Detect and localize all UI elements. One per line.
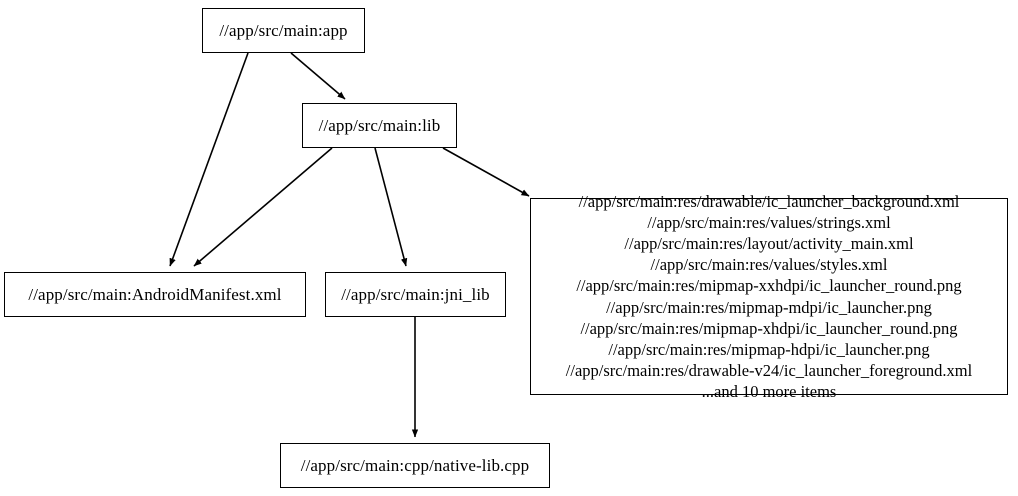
node-lib[interactable]: //app/src/main:lib <box>302 103 457 148</box>
edge-lib-to-jni <box>374 147 408 267</box>
edge-lib-to-res <box>442 147 530 197</box>
node-res-resources[interactable]: //app/src/main:res/drawable/ic_launcher_… <box>530 192 1008 401</box>
node-app-label: //app/src/main:app <box>219 21 348 40</box>
node-app[interactable]: //app/src/main:app <box>202 8 365 53</box>
node-android-manifest[interactable]: //app/src/main:AndroidManifest.xml <box>4 272 306 317</box>
node-jni-lib-label: //app/src/main:jni_lib <box>341 285 490 304</box>
node-native-lib-cpp-label: //app/src/main:cpp/native-lib.cpp <box>300 456 530 475</box>
node-res-resources-label: //app/src/main:res/drawable/ic_launcher_… <box>565 191 973 402</box>
node-lib-label: //app/src/main:lib <box>318 116 441 135</box>
node-jni-lib[interactable]: //app/src/main:jni_lib <box>325 272 506 317</box>
edge-app-to-lib <box>290 52 346 100</box>
edge-lib-to-manifest <box>193 147 333 267</box>
node-android-manifest-label: //app/src/main:AndroidManifest.xml <box>28 285 282 304</box>
node-native-lib-cpp[interactable]: //app/src/main:cpp/native-lib.cpp <box>280 443 550 488</box>
edge-app-to-manifest <box>169 52 249 267</box>
